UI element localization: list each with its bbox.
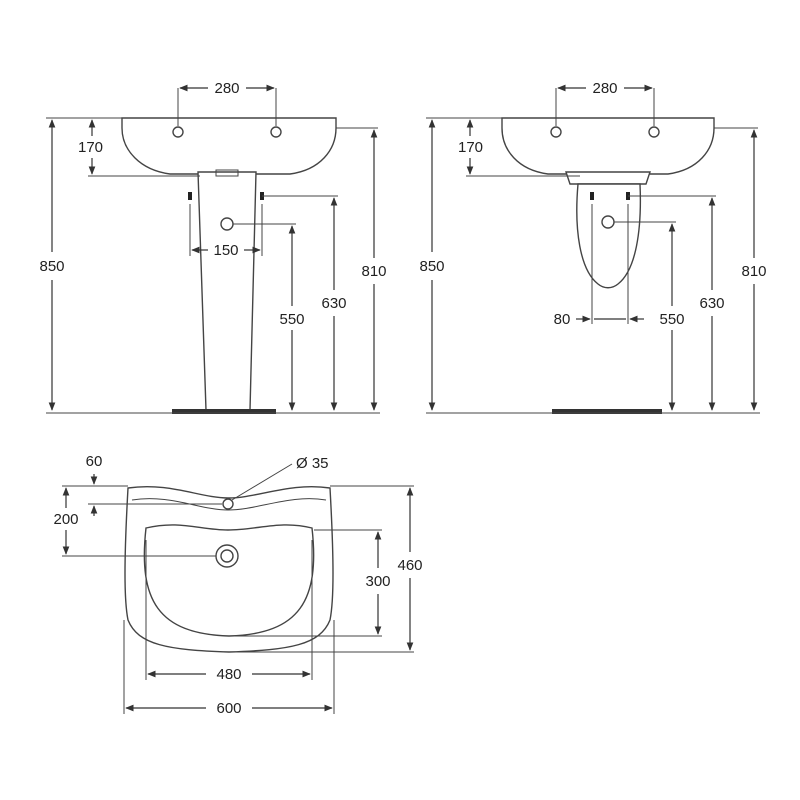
dim-waste-height: 630 bbox=[321, 295, 346, 312]
wall-bracket bbox=[565, 171, 651, 185]
dim-tap-spacing: 280 bbox=[592, 80, 617, 97]
pedestal-outline bbox=[197, 171, 257, 411]
semi-pedestal-outline bbox=[576, 183, 642, 289]
tap-hole-right bbox=[270, 126, 282, 138]
dim-total-height: 850 bbox=[419, 258, 444, 275]
dim-pedestal-width: 150 bbox=[213, 242, 238, 259]
dim-hole-offset: 60 bbox=[86, 453, 103, 470]
dim-hole-diameter: Ø 35 bbox=[296, 455, 329, 472]
dim-supply-height: 550 bbox=[279, 311, 304, 328]
dim-bowl-width: 480 bbox=[216, 666, 241, 683]
dim-tap-spacing: 280 bbox=[214, 80, 239, 97]
dim-bowl-depth: 170 bbox=[78, 139, 103, 156]
dim-total-height: 850 bbox=[39, 258, 64, 275]
basin-outline bbox=[501, 117, 715, 175]
tap-hole bbox=[222, 498, 234, 510]
tap-hole-left bbox=[550, 126, 562, 138]
dim-bowl-depth: 170 bbox=[458, 139, 483, 156]
waste-outlet bbox=[220, 217, 234, 231]
dim-overall-width: 600 bbox=[216, 700, 241, 717]
floor-plate bbox=[552, 409, 662, 414]
dim-bowl-depth: 300 bbox=[365, 573, 390, 590]
front-semi-pedestal-view: 280 170 80 850 810 630 550 bbox=[419, 80, 767, 414]
tap-hole-left bbox=[172, 126, 184, 138]
dim-bracket-width: 80 bbox=[554, 311, 571, 328]
dim-rim-height: 810 bbox=[361, 263, 386, 280]
basin-outline bbox=[121, 117, 337, 175]
floor-plate bbox=[172, 409, 276, 414]
basin-rim-line bbox=[131, 498, 327, 511]
dim-supply-height: 550 bbox=[659, 311, 684, 328]
basin-bowl-outline bbox=[143, 524, 315, 637]
dim-overall-depth: 460 bbox=[397, 557, 422, 574]
pedestal-top-cap bbox=[215, 169, 239, 177]
waste-outlet bbox=[601, 215, 615, 229]
dim-waste-height: 630 bbox=[699, 295, 724, 312]
drain-inner bbox=[220, 549, 234, 563]
front-pedestal-view: 280 170 150 850 810 630 550 bbox=[39, 80, 387, 414]
top-view: Ø 35 60 200 300 460 480 6 bbox=[53, 453, 422, 717]
dim-rim-height: 810 bbox=[741, 263, 766, 280]
dim-drain-offset: 200 bbox=[53, 511, 78, 528]
tap-hole-right bbox=[648, 126, 660, 138]
